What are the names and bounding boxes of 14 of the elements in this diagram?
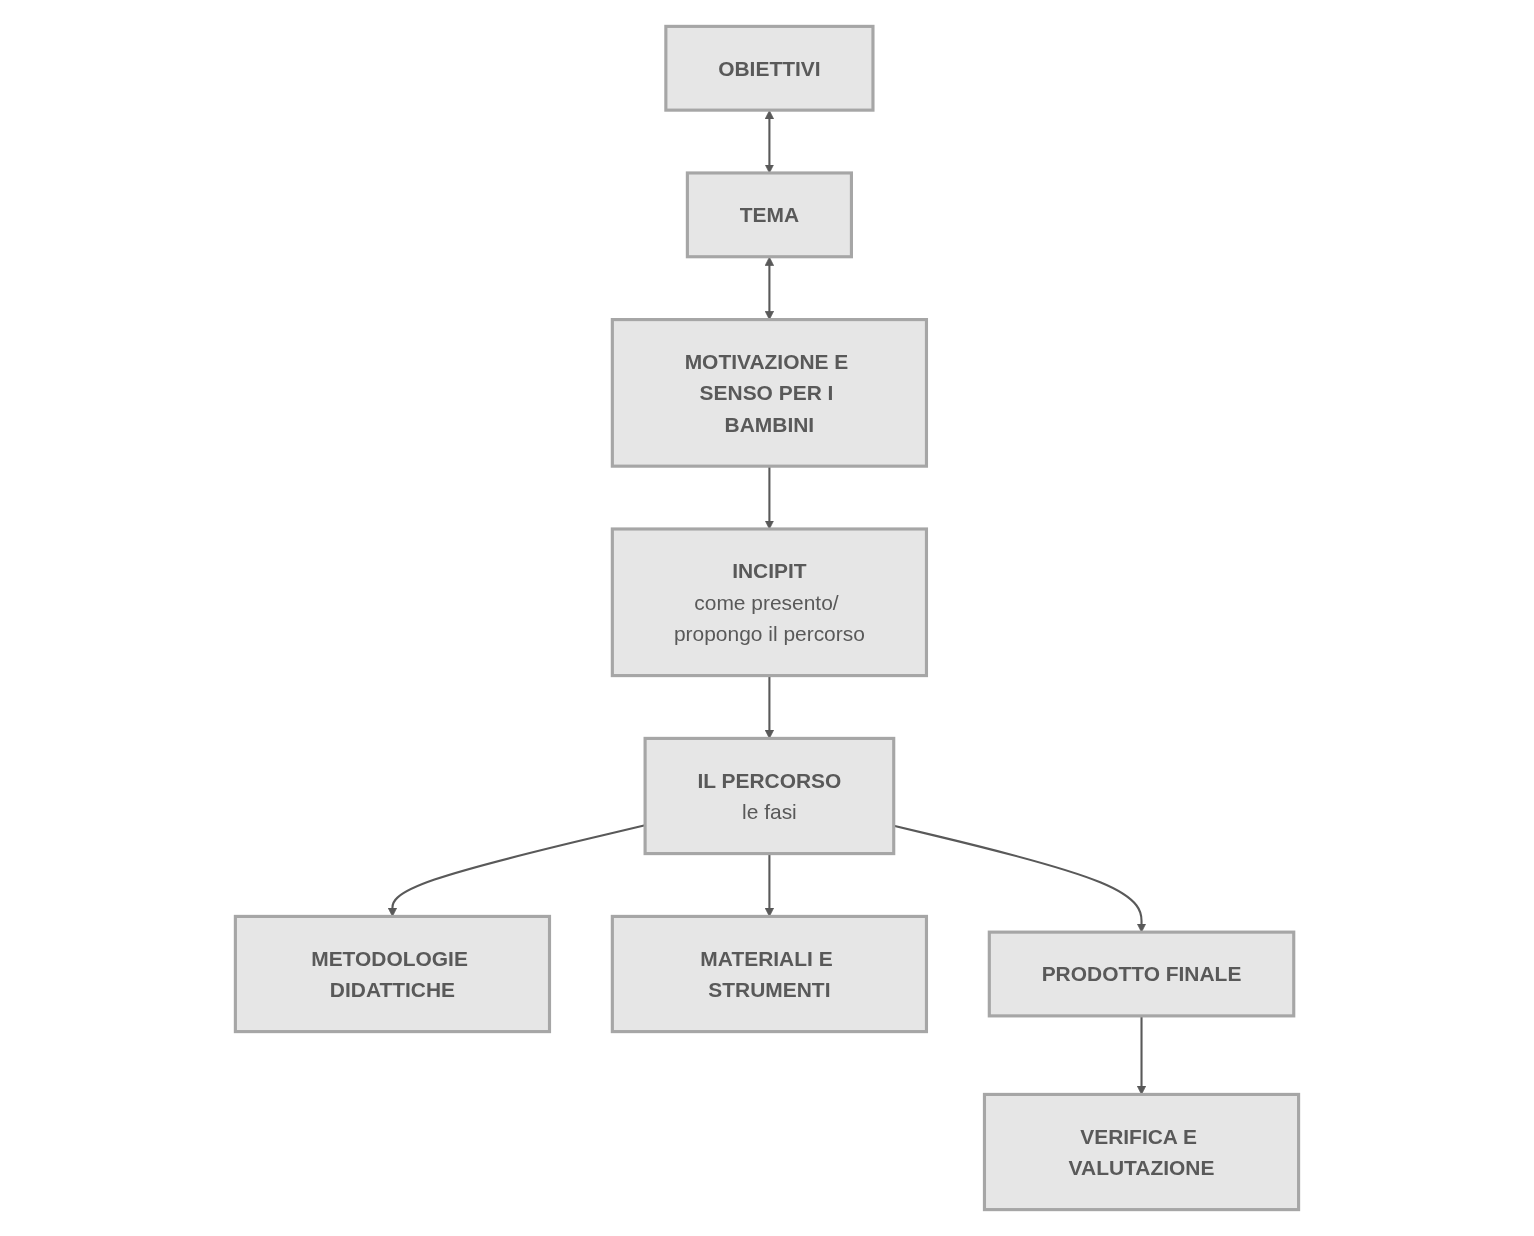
node-box [610,914,929,1034]
node-box [982,1092,1301,1212]
node-box [643,736,896,856]
node-box [685,171,854,259]
node-box [610,318,929,468]
arrow [764,256,775,320]
arrow [764,853,775,917]
node-box [664,24,875,112]
arrow [764,675,775,739]
arrow [1136,1015,1147,1095]
node-box [610,527,929,678]
flowchart-diagram: OBIETTIVI TEMA MOTIVAZIONE E SENSO PER I BAMBINI INCIPIT come presento/ propongo il percorso IL PERCORSO le fasi METODOLOGIE DIDATTICHE MATERIALI E STRUMENTI PRODOTTO FINALE VERIFICA E VALUTAZIONE [227,18,1307,1218]
node-box [987,930,1296,1018]
node-box [233,914,552,1034]
